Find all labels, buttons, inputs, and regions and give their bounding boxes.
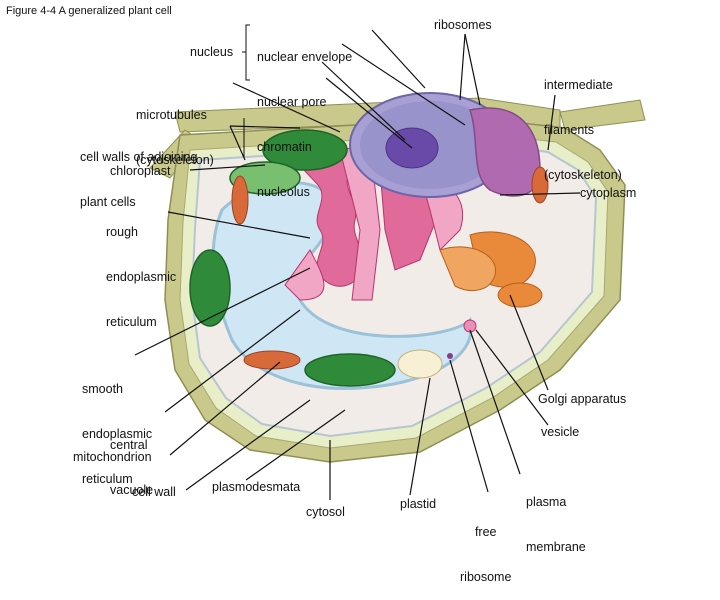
label-cell-walls-line2: plant cells (80, 195, 136, 209)
label-rough-er: rough endoplasmic reticulum (106, 195, 176, 345)
label-chromatin: chromatin (257, 140, 312, 154)
label-smooth-er-line1: smooth (82, 382, 123, 396)
label-nucleus-group: nuclear envelope nuclear pore chromatin … (257, 20, 352, 215)
figure-title: Figure 4-4 A generalized plant cell (6, 5, 172, 17)
label-rough-er-line1: rough (106, 225, 138, 239)
label-plasma-membrane-line2: membrane (526, 540, 586, 554)
nucleus-shape (349, 92, 511, 198)
nucleus-bracket (242, 24, 250, 81)
vesicle-shape (463, 319, 477, 333)
label-free-ribosome: free ribosome (460, 495, 511, 600)
label-intermediate-filaments-line3: (cytoskeleton) (544, 168, 622, 182)
label-free-ribosome-line2: ribosome (460, 570, 512, 584)
label-intermediate-filaments-line1: intermediate (544, 78, 613, 92)
label-ribosomes: ribosomes (434, 18, 492, 32)
label-smooth-er-line2: endoplasmic (82, 427, 153, 441)
label-cytoplasm: cytoplasm (580, 186, 637, 200)
label-microtubules-line1: microtubules (136, 108, 207, 122)
label-microtubules-line2: (cytoskeleton) (136, 153, 214, 167)
label-mitochondrion: mitochondrion (73, 450, 152, 464)
label-golgi: Golgi apparatus (538, 392, 627, 406)
label-plastid: plastid (400, 497, 437, 511)
label-smooth-er-line3: reticulum (82, 472, 133, 486)
plastid-shape (397, 349, 443, 379)
leader-lines (134, 29, 581, 500)
label-central-vacuole-line1: central (110, 438, 148, 452)
label-free-ribosome-line1: free (474, 525, 497, 539)
label-plasma-membrane: plasma membrane (526, 465, 586, 570)
label-nuclear-envelope: nuclear envelope (257, 50, 353, 64)
free-ribosome-shape (447, 353, 453, 359)
label-plasmodesmata: plasmodesmata (212, 480, 301, 494)
label-cytosol: cytosol (306, 505, 345, 519)
golgi-shape (439, 231, 543, 308)
label-smooth-er: smooth endoplasmic reticulum (82, 352, 152, 502)
label-central-vacuole-line2: vacuole (110, 483, 154, 497)
ribosome-region-shape (469, 107, 541, 197)
label-cell-wall: cell wall (132, 485, 176, 499)
label-nucleus: nucleus (190, 45, 234, 59)
label-intermediate-filaments: intermediate filaments (cytoskeleton) (544, 48, 622, 198)
label-plasma-membrane-line1: plasma (526, 495, 567, 509)
label-cell-walls: cell walls of adjoining plant cells (80, 120, 197, 225)
label-intermediate-filaments-line2: filaments (544, 123, 595, 137)
label-microtubules: microtubules (cytoskeleton) (136, 78, 214, 183)
label-nuclear-pore: nuclear pore (257, 95, 327, 109)
label-rough-er-line3: reticulum (106, 315, 157, 329)
label-rough-er-line2: endoplasmic (106, 270, 177, 284)
plant-cell-diagram (134, 24, 646, 500)
label-vesicle: vesicle (541, 425, 580, 439)
label-nucleolus: nucleolus (257, 185, 310, 199)
label-chloroplast: chloroplast (110, 164, 171, 178)
label-cell-walls-line1: cell walls of adjoining (80, 150, 198, 164)
label-central-vacuole: central vacuole (110, 408, 153, 513)
chloroplast-shapes (189, 129, 396, 387)
